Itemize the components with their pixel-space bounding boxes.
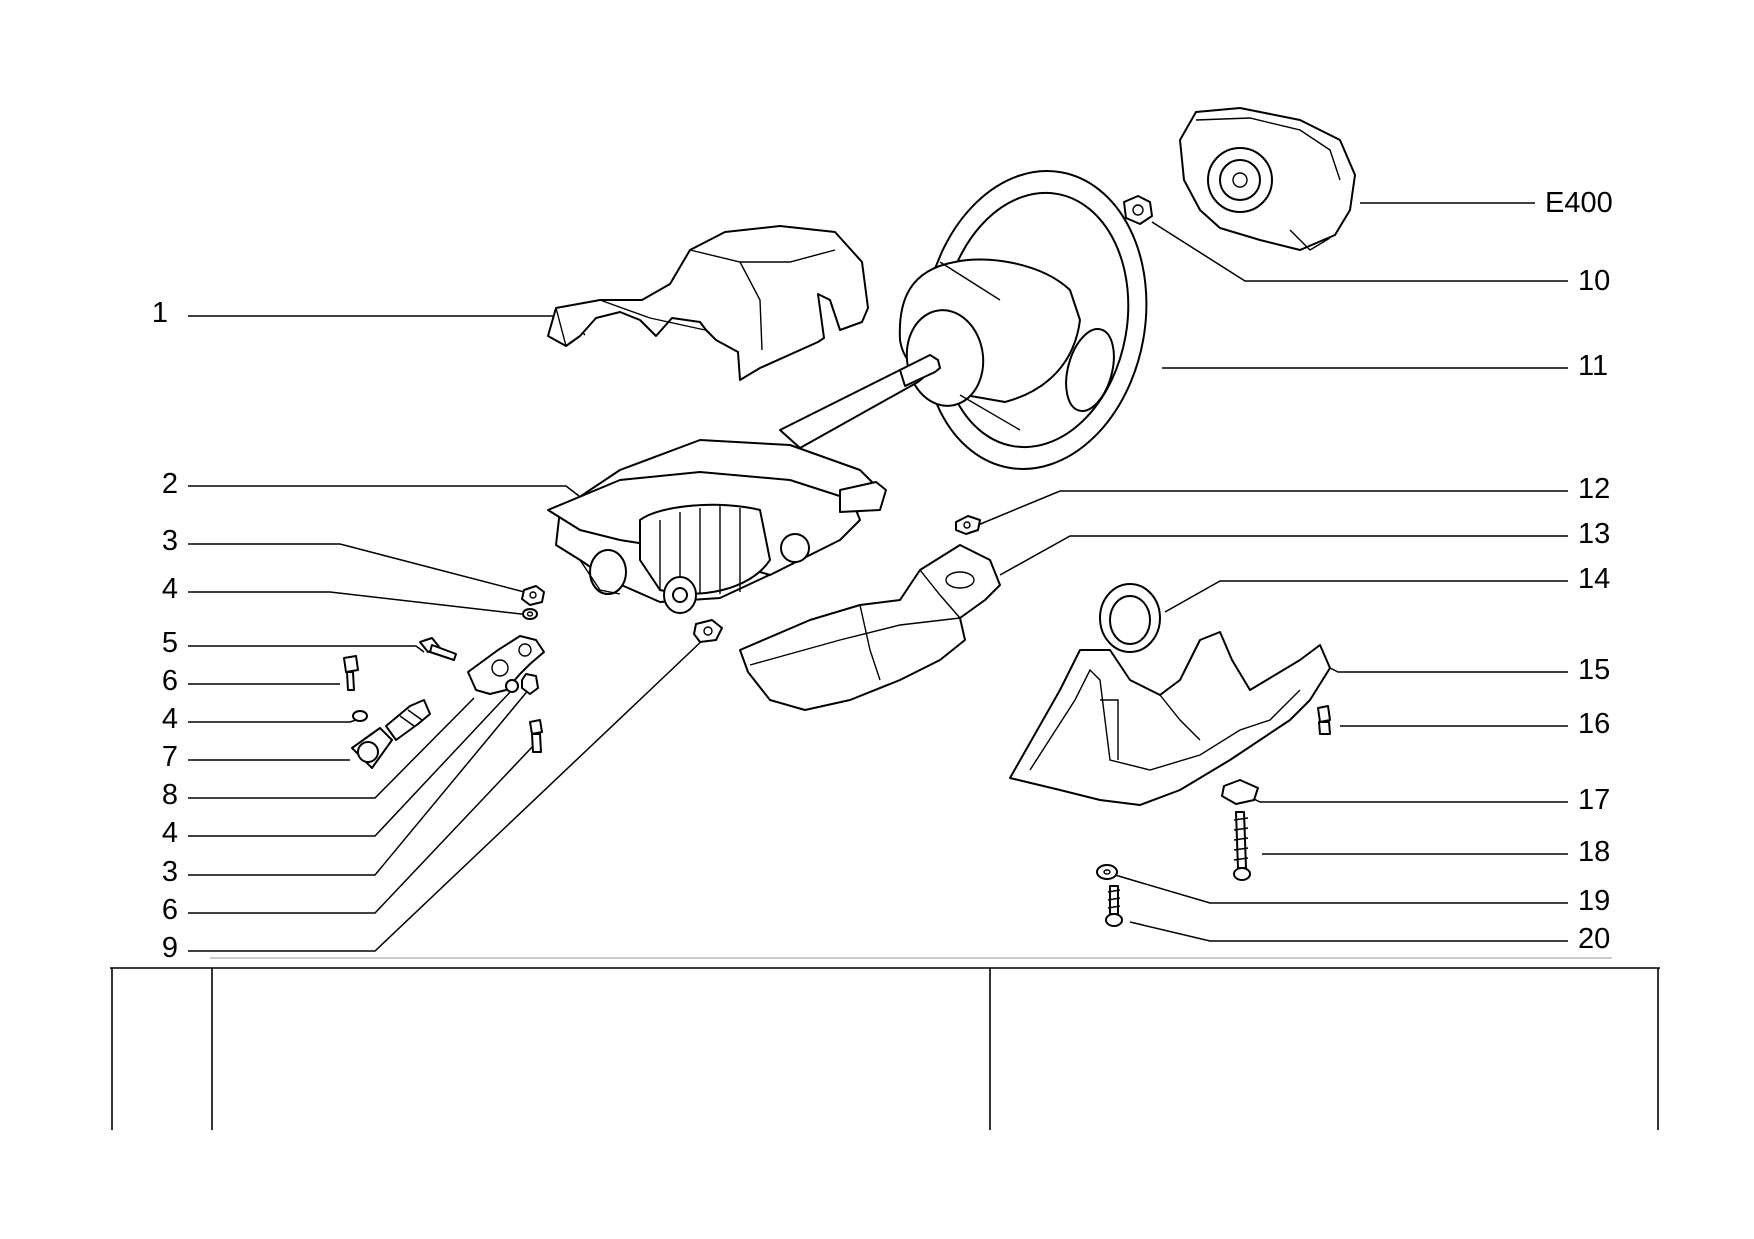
washer-4c: [505, 679, 519, 693]
callout-17: 17: [1578, 784, 1610, 816]
nut-3: [521, 585, 545, 606]
callout-6b: 6: [162, 894, 178, 926]
washer-4: [522, 608, 538, 620]
clip-17: [1221, 779, 1259, 805]
leader-3: [188, 543, 533, 595]
airbag-module-e400: [1179, 107, 1356, 251]
universal-joint-7: [351, 699, 431, 769]
nut-3b: [521, 673, 539, 695]
intermediate-shaft-joint-8: [467, 635, 545, 695]
callout-7: 7: [162, 741, 178, 773]
clip-nut-12: [955, 515, 981, 535]
long-screw-18: [1233, 811, 1251, 881]
callout-12: 12: [1578, 473, 1610, 505]
lower-bracket-13: [739, 544, 1001, 711]
leader-10: [1151, 221, 1568, 282]
steering-wheel: [898, 170, 1148, 470]
washer-4b: [352, 710, 368, 722]
callout-10: 10: [1578, 265, 1610, 297]
callout-16: 16: [1578, 708, 1610, 740]
wheel-nut-10: [1123, 195, 1153, 225]
leader-8: [188, 697, 475, 799]
bolt-6: [343, 655, 359, 691]
leader-15: [1329, 667, 1568, 673]
callout-5: 5: [162, 627, 178, 659]
callout-15: 15: [1578, 654, 1610, 686]
callout-18: 18: [1578, 836, 1610, 868]
callout-19: 19: [1578, 885, 1610, 917]
leader-6b: [188, 743, 536, 914]
callout-3: 3: [162, 525, 178, 557]
callout-1: 1: [152, 297, 168, 329]
callout-4: 4: [162, 573, 178, 605]
leader-4b: [188, 717, 363, 723]
callout-13: 13: [1578, 518, 1610, 550]
washer-flat-19: [1096, 864, 1118, 880]
leader-9: [188, 636, 707, 952]
leader-lines-left: [188, 315, 707, 952]
steering-column-upper-cover: [547, 225, 869, 381]
lower-cover-15: [1009, 631, 1331, 806]
callout-6: 6: [162, 665, 178, 697]
callout-20: 20: [1578, 923, 1610, 955]
leader-3b: [188, 687, 531, 876]
callout-4c: 4: [162, 817, 178, 849]
callout-9: 9: [162, 932, 178, 964]
leader-17: [1247, 795, 1568, 803]
callout-4b: 4: [162, 703, 178, 735]
leader-5: [188, 645, 425, 653]
callout-2: 2: [162, 468, 178, 500]
callout-11: 11: [1578, 350, 1608, 382]
title-block: [110, 957, 1660, 1130]
pinch-bolt-5: [419, 637, 457, 661]
leader-20: [1129, 921, 1568, 942]
bolt-short-9: [693, 619, 723, 643]
leader-12: [977, 490, 1568, 526]
leader-2: [188, 485, 580, 497]
callout-e400: E400: [1545, 187, 1613, 219]
callout-14: 14: [1578, 563, 1610, 595]
bolt-6b: [529, 719, 543, 753]
callout-labels-left: 1 2 3 4 5 6 4 7 8 4 3 6 9: [152, 297, 178, 964]
leader-4c: [188, 689, 513, 837]
leader-4: [188, 591, 531, 616]
screw-16: [1317, 705, 1331, 735]
leader-19: [1114, 874, 1568, 904]
leader-13: [999, 535, 1568, 576]
grommet-14: [1099, 583, 1161, 653]
steering-column-assembly: [547, 354, 941, 614]
self-tapping-screw-20: [1105, 885, 1123, 927]
leader-14: [1164, 580, 1568, 613]
callout-8: 8: [162, 779, 178, 811]
callout-3b: 3: [162, 856, 178, 888]
callout-labels-right: E400 10 11 12 13 14 15 16 17 18 19 20: [1545, 187, 1613, 955]
leader-1: [188, 315, 586, 336]
